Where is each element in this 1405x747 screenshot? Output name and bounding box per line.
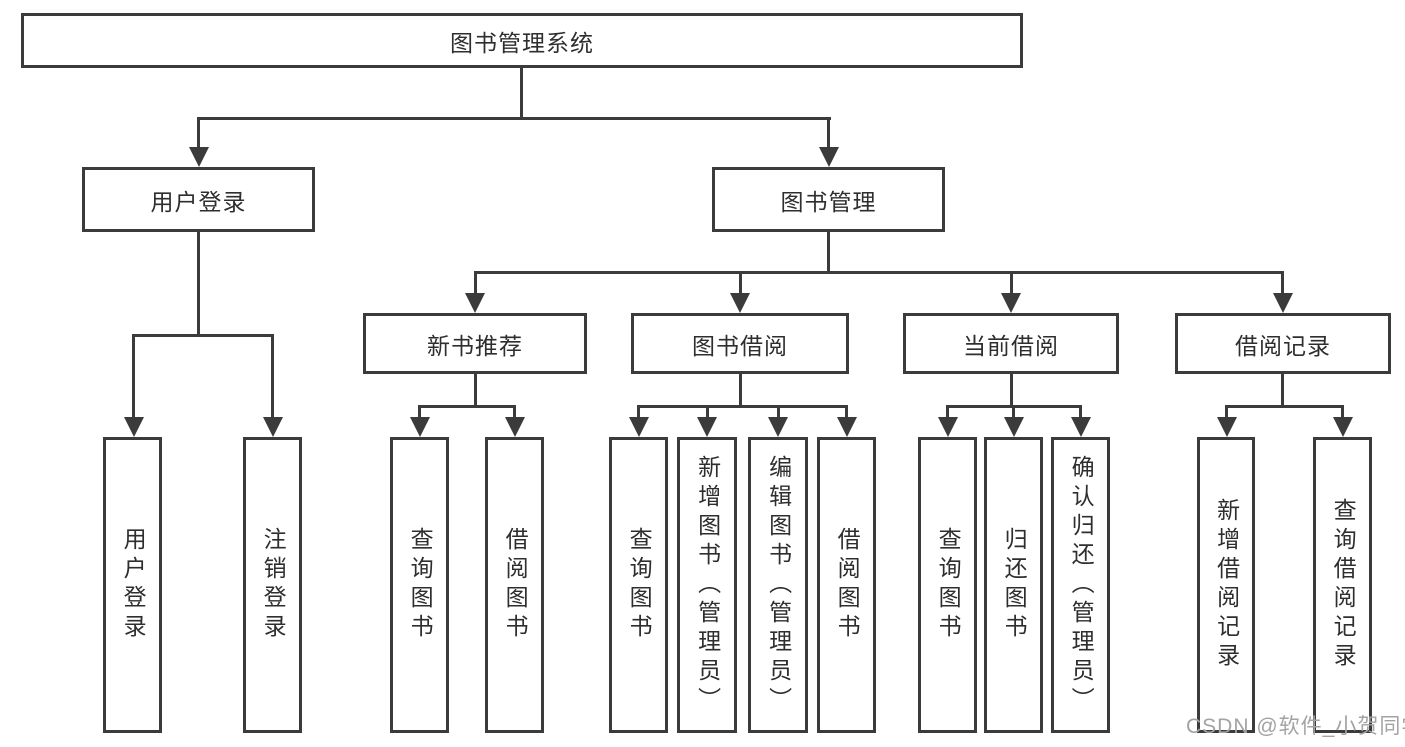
leaf-query-books-recommend: 查询图书 — [390, 437, 449, 733]
leaf-label: 新增图书（管理员） — [694, 454, 721, 716]
leaf-query-borrow-record: 查询借阅记录 — [1313, 437, 1372, 733]
connector-records-shaft-2 — [1341, 405, 1344, 419]
node-book-management: 图书管理 — [712, 167, 945, 232]
connector-borrow-shaft-1 — [637, 405, 640, 419]
node-new-book-recommend: 新书推荐 — [363, 313, 587, 374]
connector-root-shaft-left — [197, 117, 200, 150]
node-label: 用户登录 — [150, 188, 247, 215]
arrow-down-icon — [1004, 417, 1024, 437]
connector-root-stub — [520, 66, 523, 119]
connector-recommend-bar — [418, 405, 516, 408]
leaf-add-book-admin: 新增图书（管理员） — [677, 437, 737, 733]
arrow-down-icon — [410, 417, 430, 437]
connector-current-shaft-2 — [1012, 405, 1015, 419]
arrow-down-icon — [697, 417, 717, 437]
connector-borrow-stub — [739, 372, 742, 408]
connector-mgmt-shaft-2 — [739, 271, 742, 295]
arrow-down-icon — [819, 147, 839, 167]
connector-borrow-shaft-3 — [777, 405, 780, 419]
connector-recommend-stub — [474, 372, 477, 408]
connector-mgmt-stub — [827, 230, 830, 274]
arrow-down-icon — [189, 147, 209, 167]
arrow-down-icon — [124, 417, 144, 437]
connector-mgmt-shaft-3 — [1010, 271, 1013, 295]
connector-current-stub — [1010, 372, 1013, 408]
leaf-label: 新增借阅记录 — [1213, 498, 1240, 672]
connector-login-stub — [197, 230, 200, 337]
node-borrow-records: 借阅记录 — [1175, 313, 1391, 374]
leaf-label: 借阅图书 — [502, 527, 529, 643]
leaf-label: 借阅图书 — [834, 527, 861, 643]
connector-records-shaft-1 — [1225, 405, 1228, 419]
arrow-down-icon — [1217, 417, 1237, 437]
arrow-down-icon — [1273, 293, 1293, 313]
arrow-down-icon — [263, 417, 283, 437]
connector-records-stub — [1281, 372, 1284, 408]
leaf-add-borrow-record: 新增借阅记录 — [1197, 437, 1255, 733]
connector-login-shaft-1 — [132, 334, 135, 419]
arrow-down-icon — [629, 417, 649, 437]
arrow-down-icon — [465, 293, 485, 313]
leaf-borrow-books-recommend: 借阅图书 — [485, 437, 544, 733]
connector-current-shaft-3 — [1079, 405, 1082, 419]
leaf-query-books-current: 查询图书 — [918, 437, 977, 733]
arrow-down-icon — [730, 293, 750, 313]
node-label: 新书推荐 — [427, 332, 523, 359]
arrow-down-icon — [768, 417, 788, 437]
leaf-logout: 注销登录 — [243, 437, 302, 733]
leaf-label: 查询图书 — [626, 527, 653, 643]
connector-login-shaft-2 — [271, 334, 274, 419]
node-label: 图书借阅 — [692, 332, 788, 359]
node-library-system: 图书管理系统 — [21, 13, 1023, 68]
leaf-edit-book-admin: 编辑图书（管理员） — [748, 437, 808, 733]
node-book-borrow: 图书借阅 — [631, 313, 849, 374]
connector-recommend-shaft-2 — [513, 405, 516, 419]
leaf-label: 用户登录 — [120, 527, 147, 643]
connector-current-shaft-1 — [946, 405, 949, 419]
connector-borrow-shaft-4 — [845, 405, 848, 419]
arrow-down-icon — [1071, 417, 1091, 437]
connector-mgmt-bar — [474, 271, 1284, 274]
arrow-down-icon — [938, 417, 958, 437]
connector-records-bar — [1225, 405, 1344, 408]
csdn-watermark: CSDN @软件_小贺同学 — [1186, 715, 1405, 738]
arrow-down-icon — [1333, 417, 1353, 437]
leaf-label: 编辑图书（管理员） — [765, 454, 792, 716]
connector-login-bar — [132, 334, 274, 337]
connector-recommend-shaft-1 — [418, 405, 421, 419]
leaf-label: 注销登录 — [260, 527, 287, 643]
arrow-down-icon — [1001, 293, 1021, 313]
node-label: 图书管理系统 — [450, 29, 594, 56]
node-label: 借阅记录 — [1235, 332, 1331, 359]
leaf-borrow-books: 借阅图书 — [817, 437, 876, 733]
leaf-return-book: 归还图书 — [984, 437, 1043, 733]
connector-root-shaft-right — [827, 117, 830, 150]
leaf-label: 查询图书 — [407, 527, 434, 643]
connector-mgmt-shaft-1 — [474, 271, 477, 295]
connector-mgmt-shaft-4 — [1281, 271, 1284, 295]
connector-borrow-shaft-2 — [706, 405, 709, 419]
leaf-label: 查询图书 — [935, 527, 962, 643]
arrow-down-icon — [837, 417, 857, 437]
node-user-login: 用户登录 — [82, 167, 315, 232]
leaf-label: 确认归还（管理员） — [1068, 454, 1095, 716]
node-label: 图书管理 — [780, 188, 877, 215]
leaf-confirm-return-admin: 确认归还（管理员） — [1051, 437, 1110, 733]
connector-borrow-bar — [637, 405, 848, 408]
leaf-label: 查询借阅记录 — [1330, 498, 1357, 672]
connector-root-bar — [197, 117, 831, 120]
leaf-label: 归还图书 — [1001, 527, 1028, 643]
leaf-user-login: 用户登录 — [103, 437, 162, 733]
leaf-query-books-borrow: 查询图书 — [609, 437, 668, 733]
node-current-borrow: 当前借阅 — [903, 313, 1119, 374]
arrow-down-icon — [505, 417, 525, 437]
node-label: 当前借阅 — [963, 332, 1059, 359]
